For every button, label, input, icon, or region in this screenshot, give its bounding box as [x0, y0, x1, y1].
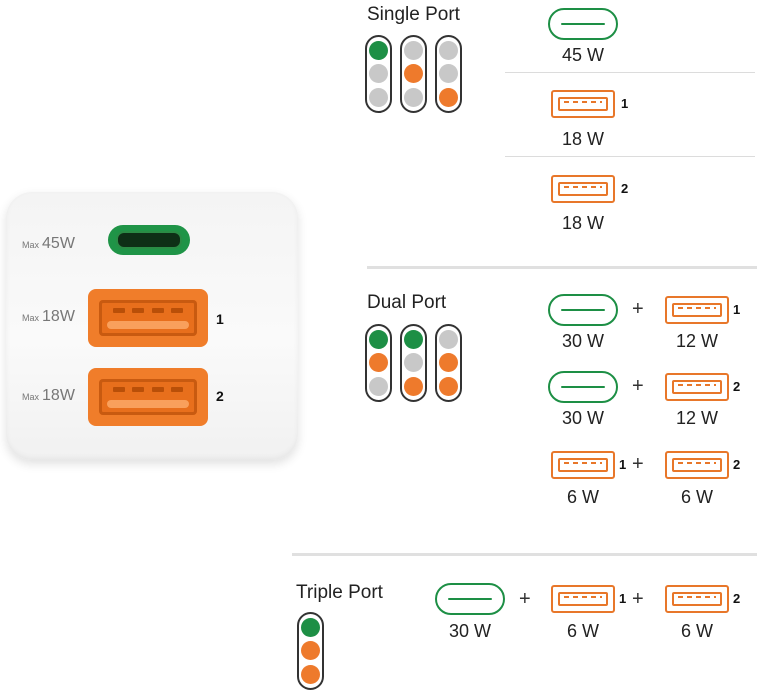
indicator-pill — [435, 35, 462, 113]
triple-watt-a2: 6 W — [680, 621, 713, 641]
led-dot — [404, 87, 423, 107]
led-dot — [439, 64, 458, 84]
row-divider — [505, 72, 755, 73]
usb-c-icon — [548, 8, 618, 40]
indicator-pill — [365, 35, 392, 113]
usb-a-icon — [665, 296, 729, 324]
led-dot — [404, 330, 423, 350]
single-row3-watt: 18 W — [561, 213, 604, 233]
dual-port-title: Dual Port — [367, 292, 447, 313]
single-row1-watt: 45 W — [561, 45, 604, 65]
usb-c-icon — [548, 371, 618, 403]
led-dot — [404, 64, 423, 84]
row-divider — [505, 156, 755, 157]
triple-watt-a1: 6 W — [566, 621, 599, 641]
dual-row1-left-watt: 30 W — [561, 331, 604, 351]
plus-sign: + — [519, 588, 531, 610]
usb-a-icon — [665, 451, 729, 479]
charger-port-number-1: 1 — [216, 311, 224, 327]
section-divider — [367, 266, 757, 269]
plus-sign: + — [632, 588, 644, 610]
indicator-pill — [365, 324, 392, 402]
led-dot — [369, 41, 388, 61]
usbc-port — [108, 225, 190, 255]
single-row3-port-num: 2 — [621, 181, 629, 196]
led-dot — [439, 353, 458, 373]
usb-c-icon — [548, 294, 618, 326]
dual-row3-left-port-num: 1 — [619, 457, 627, 472]
dual-row1-port-num: 1 — [733, 302, 741, 317]
single-indicators — [365, 35, 462, 113]
usba-port-1 — [88, 289, 208, 347]
plus-sign: + — [632, 375, 644, 397]
usb-a-icon — [551, 90, 615, 118]
triple-port-num-2: 2 — [733, 591, 741, 606]
triple-watt-c: 30 W — [448, 621, 491, 641]
led-dot — [301, 618, 320, 638]
usb-a-icon — [665, 373, 729, 401]
led-dot — [404, 41, 423, 61]
indicator-pill — [400, 35, 427, 113]
indicator-pill — [400, 324, 427, 402]
led-dot — [439, 330, 458, 350]
indicator-pill — [435, 324, 462, 402]
led-dot — [301, 641, 320, 661]
usb-a-icon — [551, 175, 615, 203]
usb-a-icon — [551, 585, 615, 613]
led-dot — [369, 330, 388, 350]
indicator-pill — [297, 612, 324, 690]
dual-row3-right-watt: 6 W — [680, 487, 713, 507]
dual-indicators — [365, 324, 462, 402]
triple-indicators — [297, 612, 324, 690]
usb-a-icon — [551, 451, 615, 479]
led-dot — [439, 376, 458, 396]
triple-port-title: Triple Port — [296, 582, 383, 603]
dual-row3-right-port-num: 2 — [733, 457, 741, 472]
single-row2-watt: 18 W — [561, 129, 604, 149]
led-dot — [369, 64, 388, 84]
led-dot — [369, 376, 388, 396]
single-port-title: Single Port — [367, 4, 460, 25]
dual-row3-left-watt: 6 W — [566, 487, 599, 507]
dual-row2-port-num: 2 — [733, 379, 741, 394]
led-dot — [439, 41, 458, 61]
dual-row2-right-watt: 12 W — [675, 408, 718, 428]
single-row2-port-num: 1 — [621, 96, 629, 111]
dual-row2-left-watt: 30 W — [561, 408, 604, 428]
plus-sign: + — [632, 453, 644, 475]
usb-c-icon — [435, 583, 505, 615]
led-dot — [369, 87, 388, 107]
usb-a-icon — [665, 585, 729, 613]
plus-sign: + — [632, 298, 644, 320]
charger-port-number-2: 2 — [216, 388, 224, 404]
led-dot — [369, 353, 388, 373]
usba-port-2 — [88, 368, 208, 426]
led-dot — [301, 664, 320, 684]
dual-row1-right-watt: 12 W — [675, 331, 718, 351]
led-dot — [404, 376, 423, 396]
section-divider — [292, 553, 757, 556]
led-dot — [404, 353, 423, 373]
triple-port-num-1: 1 — [619, 591, 627, 606]
led-dot — [439, 87, 458, 107]
